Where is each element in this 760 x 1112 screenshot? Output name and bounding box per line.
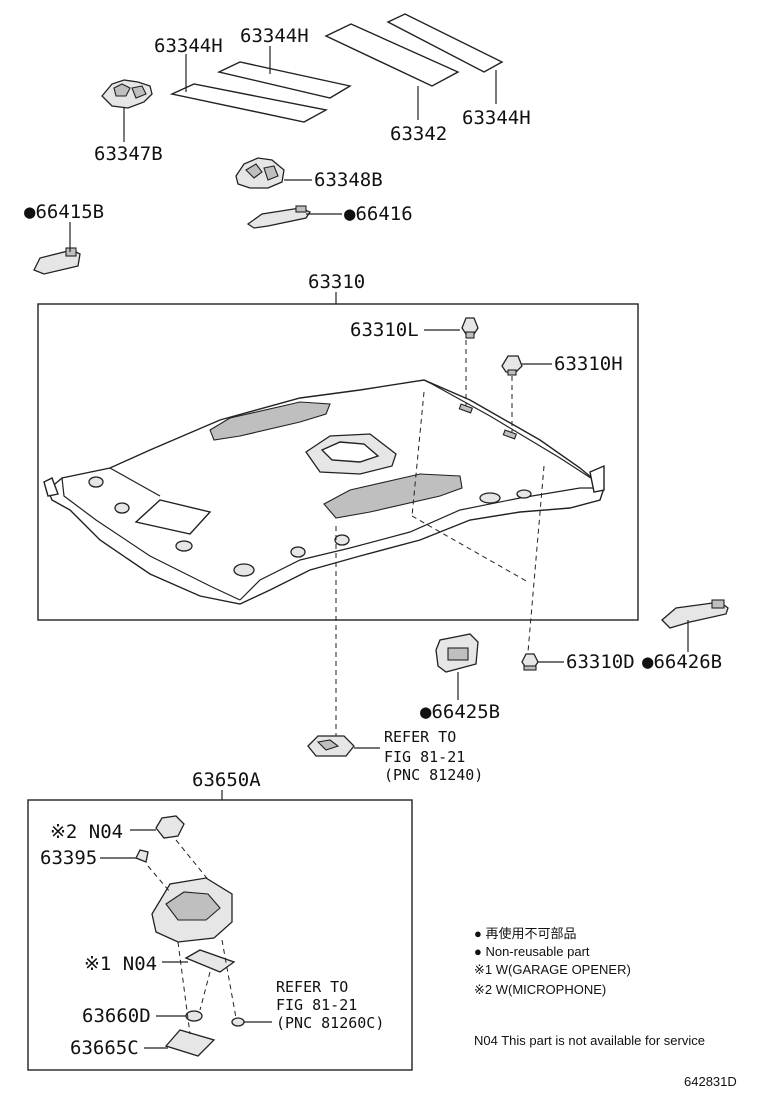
footnote-n04: N04 This part is not available for servi… bbox=[474, 1033, 705, 1048]
pad-strip-middle[interactable] bbox=[216, 61, 352, 99]
connector-reference[interactable] bbox=[231, 1017, 245, 1027]
legend-line-3: ※1 W(GARAGE OPENER) bbox=[474, 962, 631, 977]
ref2-line2: FIG 81-21 bbox=[276, 996, 357, 1014]
ref2-line1: REFER TO bbox=[276, 978, 348, 996]
label-63665c: 63665C bbox=[70, 1037, 139, 1059]
label-66416: ●66416 bbox=[344, 203, 413, 225]
label-63310l: 63310L bbox=[350, 319, 419, 341]
ref1-line1: REFER TO bbox=[384, 728, 456, 746]
label-63344h-left: 63344H bbox=[154, 35, 223, 57]
label-63310: 63310 bbox=[308, 271, 365, 293]
label-66425b: ●66425B bbox=[420, 701, 500, 723]
bracket-63347b[interactable] bbox=[101, 79, 153, 109]
label-63310d: 63310D bbox=[566, 651, 635, 673]
lens-63665c[interactable] bbox=[164, 1029, 216, 1057]
label-66426b: ●66426B bbox=[642, 651, 722, 673]
label-63660d: 63660D bbox=[82, 1005, 151, 1027]
label-63342: 63342 bbox=[390, 123, 447, 145]
assist-grip-bracket-66415b[interactable] bbox=[33, 247, 81, 275]
headliner-frame bbox=[37, 303, 639, 621]
label-63310h: 63310H bbox=[554, 353, 623, 375]
ref1-line3: (PNC 81240) bbox=[384, 766, 483, 784]
label-66415b: ●66415B bbox=[24, 201, 104, 223]
console-box-housing[interactable] bbox=[151, 877, 233, 943]
label-63344h-middle: 63344H bbox=[240, 25, 309, 47]
label-63348b: 63348B bbox=[314, 169, 383, 191]
console-frame bbox=[27, 799, 413, 1071]
assist-grip-bracket-66425b[interactable] bbox=[435, 633, 479, 673]
clip-63310h[interactable] bbox=[501, 355, 523, 376]
ref1-line2: FIG 81-21 bbox=[384, 748, 465, 766]
microphone-n04[interactable] bbox=[155, 815, 185, 839]
label-63395: 63395 bbox=[40, 847, 97, 869]
pad-strip-right[interactable] bbox=[386, 13, 504, 73]
pad-strip-left[interactable] bbox=[169, 83, 329, 123]
pad-strip-63342[interactable] bbox=[324, 23, 460, 87]
assist-grip-bracket-66416[interactable] bbox=[246, 205, 311, 229]
map-lamp-reference[interactable] bbox=[307, 735, 355, 757]
label-63650a: 63650A bbox=[192, 769, 261, 791]
assist-grip-bracket-66426b[interactable] bbox=[661, 599, 729, 629]
label-63347b: 63347B bbox=[94, 143, 163, 165]
bulb-63660d[interactable] bbox=[185, 1010, 203, 1022]
clip-63310d[interactable] bbox=[521, 653, 539, 671]
legend-line-4: ※2 W(MICROPHONE) bbox=[474, 982, 606, 997]
legend-line-2: ● Non-reusable part bbox=[474, 944, 590, 959]
label-63344h-right: 63344H bbox=[462, 107, 531, 129]
screw-63395[interactable] bbox=[135, 849, 149, 863]
roof-headliner-63310[interactable] bbox=[43, 379, 605, 605]
clip-63310l[interactable] bbox=[461, 317, 479, 339]
bracket-63348b[interactable] bbox=[235, 157, 285, 189]
label-n04-1: ※1 N04 bbox=[84, 953, 157, 975]
ref2-line3: (PNC 81260C) bbox=[276, 1014, 384, 1032]
legend-line-1: ● 再使用不可部品 bbox=[474, 926, 576, 941]
garage-opener-n04[interactable] bbox=[184, 949, 236, 973]
label-n04-2: ※2 N04 bbox=[50, 821, 123, 843]
figure-id: 642831D bbox=[684, 1074, 737, 1089]
